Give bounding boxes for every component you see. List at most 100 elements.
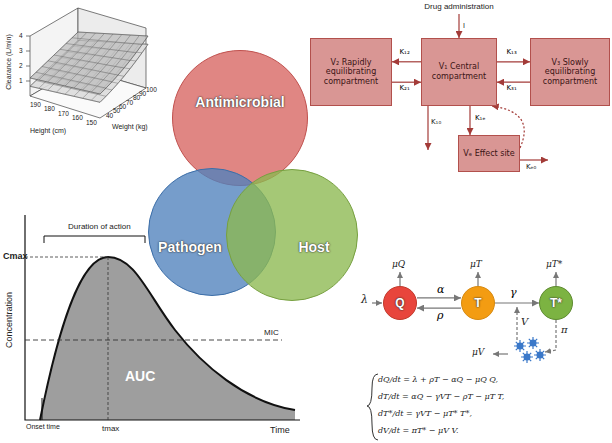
surface-grid [65,34,113,86]
virus-particles [514,337,546,363]
surface-grid [56,34,104,85]
equation: dT*/dt = γVT − μT* T*, [378,409,472,418]
flow-arrow [495,302,539,303]
compartment-box: V₃ Slowly equilibrating compartment [530,38,610,106]
tick-label: 100 [146,86,157,93]
virus-model-arrows [477,272,478,286]
tick-label: 90 [139,90,146,97]
rate-symbol: μT [470,259,482,269]
rate-symbol: π [561,324,568,336]
tick-label: 180 [44,105,55,112]
input-label: I [463,22,465,30]
virus-body [537,352,544,359]
virus-model-arrows [367,374,378,440]
surface-grid [91,36,139,93]
virus-spike [514,340,526,352]
edge-label: K₁₃ [506,49,518,57]
surface-plot [26,36,30,81]
circle-shape [227,170,358,301]
surface-plot [26,8,148,118]
virus-model-arrows [372,302,382,303]
axis-title: Concentration [4,292,14,348]
surface [30,32,148,94]
surface-grid [78,32,148,36]
axis-title: Weight (kg) [112,123,148,131]
axis-title: Clearance (L/min) [5,34,13,90]
concentration-time-curve [25,340,282,341]
compartment-arrows [520,159,548,160]
compartment-label: Vₑ Effect site [463,149,514,159]
compartment-box: Vₑ Effect site [458,135,520,172]
venn-circle: Host [226,169,358,301]
tick-label: 70 [126,99,133,106]
circle-shape [540,287,573,320]
threshold-label: MIC [264,328,279,337]
surface-grid [83,35,131,90]
surface-grid [54,55,124,68]
equation: dV/dt = πT* − μV V. [378,426,459,435]
axis-title: Time [270,425,290,435]
surface-grid [100,36,148,94]
surface-grid [72,38,142,45]
tick-label: 1 [19,77,23,84]
curve-marker: tmax [102,424,119,433]
edge-label: ρ [436,310,444,322]
flow-arrow [497,82,530,83]
node-label: Pathogen [158,239,222,255]
cell-circle: T* [539,286,573,320]
tick-label: 40 [106,112,113,119]
surface-grid [39,33,87,81]
virus-body [517,343,524,350]
rate-symbol: V [521,316,528,328]
virus-body [524,354,531,361]
circle-outline [172,50,308,186]
surface-plot [30,32,148,102]
edge-label: α [436,284,445,296]
virus-spike [527,337,539,349]
equation: dT/dt = αQ − γVT − ρT − μT T, [378,392,504,401]
virus-model-arrows [516,307,517,340]
concentration-time-curve [42,398,43,420]
tick-label: 4 [19,32,23,39]
node-label: T* [550,296,562,310]
rate-symbol: μT* [546,259,562,269]
virus-spike [521,351,533,363]
tick-label: 160 [72,114,83,121]
rate-constant: Kₑ₀ [526,163,536,171]
surface-grid [66,44,136,53]
circle-shape [384,287,417,320]
virus-model-arrows [545,320,556,352]
circle-shape [462,287,495,320]
node-label: Q [395,296,404,310]
node-label: T [474,296,481,310]
area-label: AUC [125,368,155,384]
compartment-arrows [458,14,459,38]
equation: dQ/dt = λ + ρT − αQ − μQ Q, [378,375,498,384]
surface-grid [74,35,122,89]
tick-label: 150 [86,119,97,126]
edge-label: K₁₂ [399,49,411,57]
flow-arrow [392,61,421,62]
tick-label: 2 [19,62,23,69]
tick-label: 170 [58,110,69,117]
compartment-box: V₁ Central compartment [421,38,497,106]
virus-model-arrows [555,272,556,286]
bracket-label: Duration of action [68,222,131,231]
compartment-box: V₂ Rapidly equilibrating compartment [310,38,392,106]
node-label: Host [298,239,329,255]
concentration-time-curve [25,257,108,420]
surface-grid [60,49,130,60]
compartment-label: V₂ Rapidly equilibrating compartment [314,58,388,87]
flow-arrow [497,61,530,62]
curve-marker: Cmax [3,251,28,261]
flow-arrow [469,106,470,135]
flow-arrow [392,82,421,83]
cell-circle: T [461,286,495,320]
compartment-label: V₁ Central compartment [425,62,493,81]
input-label: Drug administration [424,2,493,11]
curve-marker: Onset time [26,423,62,431]
edge-label: K₂₁ [399,85,411,93]
edge-label: γ [509,287,518,299]
virus-body [530,340,537,347]
rate-constant: K₁₀ [431,118,441,126]
